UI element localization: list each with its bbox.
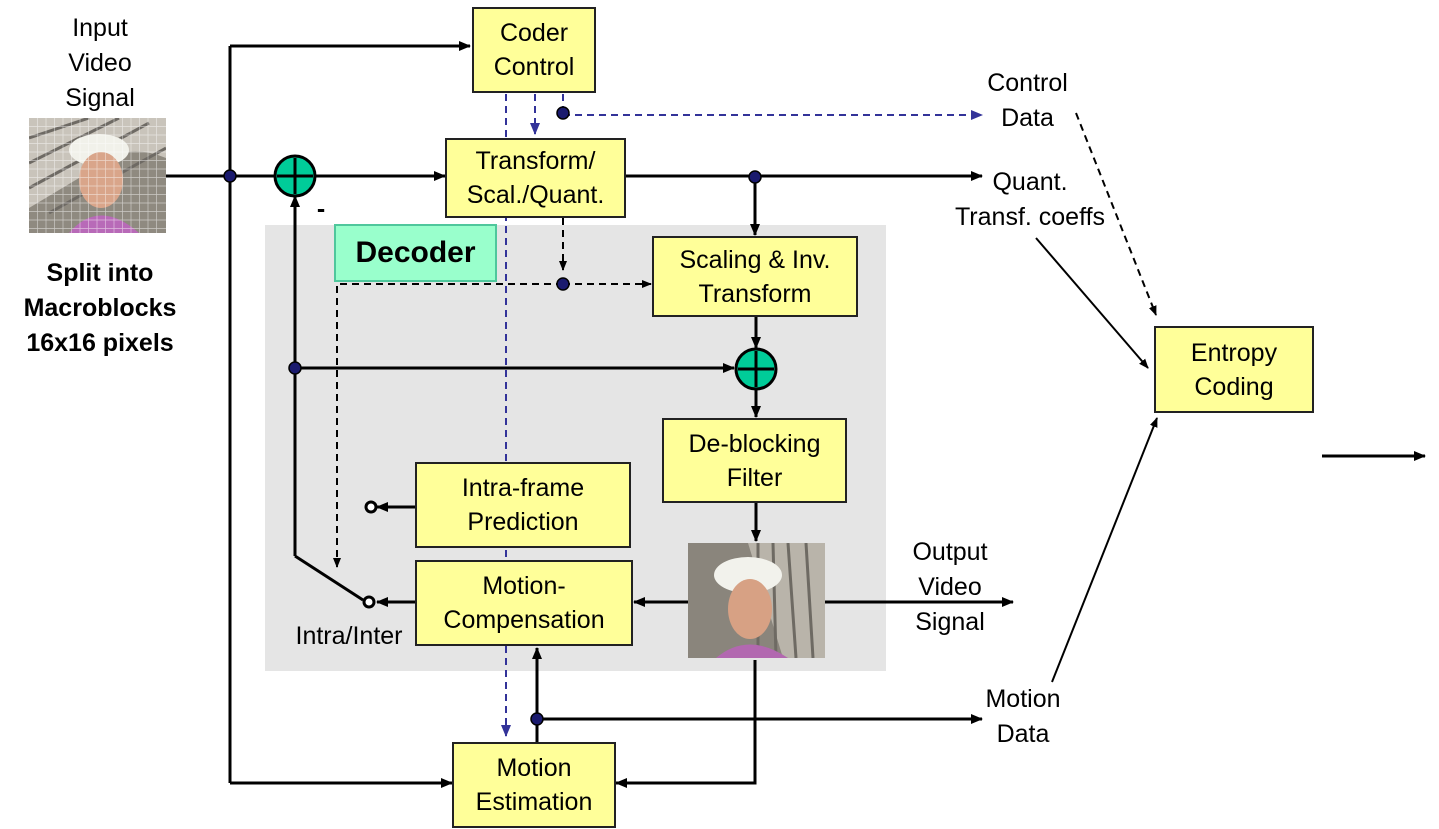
block-label: De-blocking xyxy=(688,429,821,458)
junction-dot xyxy=(288,361,302,375)
intra-contact xyxy=(364,500,378,514)
junction-dot xyxy=(556,106,570,120)
block-label: Scaling & Inv. xyxy=(679,245,831,274)
label-line: Control xyxy=(987,69,1068,97)
block-label: Motion- xyxy=(482,572,566,600)
label-line: Signal xyxy=(65,84,135,112)
ctrl-to-switch-arrow xyxy=(333,283,563,568)
junction-dot xyxy=(748,170,762,184)
label-line: Video xyxy=(918,573,982,601)
junction-dot xyxy=(556,277,570,291)
inter-contact xyxy=(362,595,376,609)
block-label: Intra-frame xyxy=(461,474,585,502)
residual-adder xyxy=(273,154,317,198)
reconstruction-adder xyxy=(734,347,778,391)
block-label: Control xyxy=(493,53,575,81)
output-video-label: Output Video Signal xyxy=(890,535,1010,640)
block-label: Estimation xyxy=(475,788,593,816)
label-line: Transf. coeffs xyxy=(954,203,1106,231)
block-label: Filter xyxy=(726,463,783,492)
control-data-label: Control Data xyxy=(955,66,1100,136)
block-label: Coding xyxy=(1194,372,1274,401)
split-macroblocks-label: Split into Macroblocks 16x16 pixels xyxy=(5,256,195,361)
label-line: Split into xyxy=(46,259,154,287)
decoded-frame-thumbnail xyxy=(688,543,825,658)
block-label: Compensation xyxy=(443,606,605,634)
label-line: Video xyxy=(68,49,132,77)
motion-estimation-block: Motion Estimation xyxy=(452,742,616,828)
label-line: Motion xyxy=(985,685,1061,713)
input-frame-thumbnail xyxy=(29,118,166,233)
subtract-sign: - xyxy=(316,195,326,223)
label-line: Data xyxy=(1001,104,1054,132)
block-label: Prediction xyxy=(467,508,579,536)
block-label: Transform/ xyxy=(475,147,596,175)
motion-to-entropy-arrow xyxy=(1051,417,1158,683)
block-label: Coder xyxy=(499,19,569,47)
control-to-entropy-arrow xyxy=(1075,112,1157,316)
block-label: Transform xyxy=(698,279,812,308)
scaling-inverse-transform-block: Scaling & Inv. Transform xyxy=(652,236,858,317)
input-video-label: Input Video Signal xyxy=(40,11,160,116)
label-line: Signal xyxy=(915,608,985,636)
intra-frame-prediction-block: Intra-frame Prediction xyxy=(415,462,631,548)
block-label: Motion xyxy=(496,754,572,782)
quant-coeffs-label: Quant. Transf. coeffs xyxy=(935,165,1125,235)
transform-block: Transform/ Scal./Quant. xyxy=(445,138,626,218)
label-line: 16x16 pixels xyxy=(26,329,174,357)
frame-to-me-arrow xyxy=(615,660,757,788)
label-line: Quant. xyxy=(992,168,1068,196)
motion-compensation-block: Motion- Compensation xyxy=(415,560,633,646)
decoder-label: Decoder xyxy=(334,224,497,282)
block-label: Entropy xyxy=(1190,338,1278,367)
label-line: Macroblocks xyxy=(23,294,177,322)
intra-inter-switch xyxy=(294,554,364,602)
deblocking-filter-block: De-blocking Filter xyxy=(662,418,847,503)
label-line: Output xyxy=(912,538,988,566)
motion-data-label: Motion Data xyxy=(963,682,1083,752)
junction-dot xyxy=(223,169,237,183)
label-line: Data xyxy=(996,720,1050,748)
label-line: Input xyxy=(72,14,128,42)
block-label: Scal./Quant. xyxy=(466,181,605,209)
intra-inter-label: Intra/Inter xyxy=(295,622,403,650)
coder-control-block: Coder Control xyxy=(472,7,596,93)
entropy-coding-block: Entropy Coding xyxy=(1154,326,1314,413)
coeffs-to-entropy-arrow xyxy=(1035,237,1149,369)
junction-dot xyxy=(530,712,544,726)
